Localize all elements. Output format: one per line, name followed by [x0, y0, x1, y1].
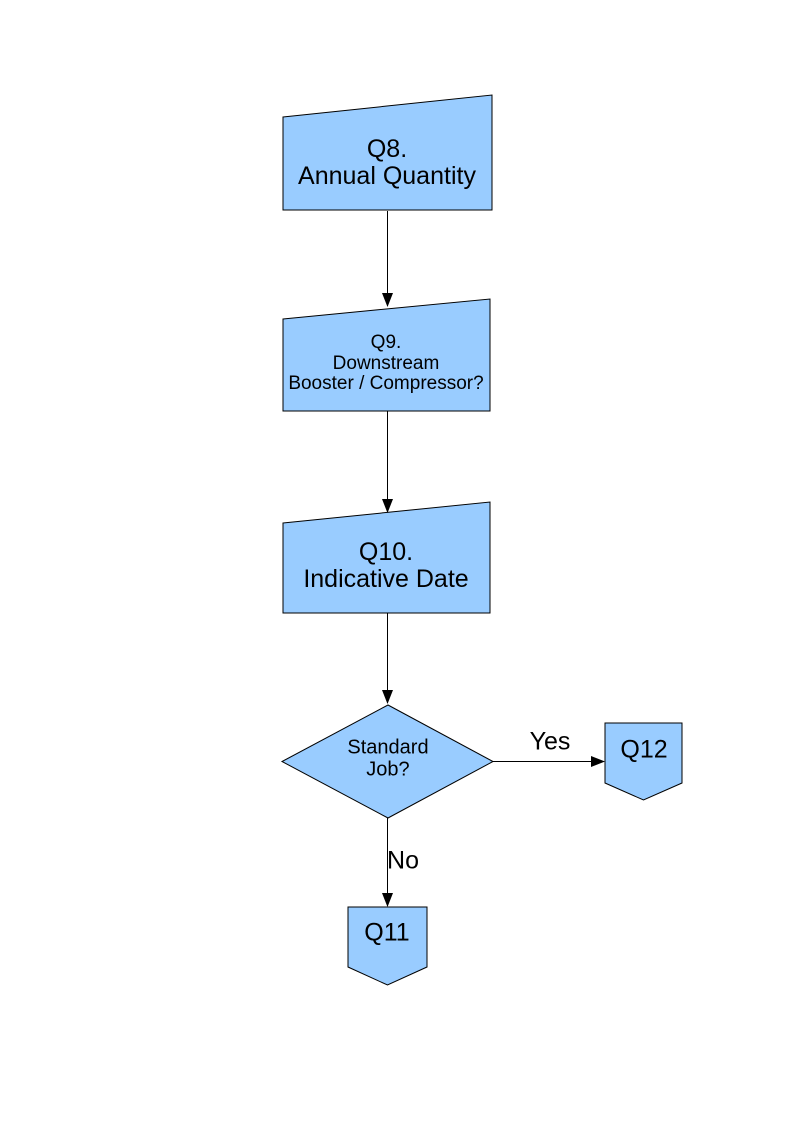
- q9-label-line3: Booster / Compressor?: [288, 373, 484, 395]
- q10-label-line2: Indicative Date: [303, 565, 469, 593]
- q11-node-shape: [347, 906, 428, 986]
- q8-label: Q8. Annual Quantity: [298, 136, 476, 190]
- decision-label: Standard Job?: [347, 737, 428, 780]
- q9-label: Q9. Downstream Booster / Compressor?: [288, 333, 483, 395]
- q12-node-shape: [604, 722, 683, 801]
- q11-label: Q11: [364, 918, 410, 947]
- q9-node-shape: [282, 298, 491, 412]
- q10-label: Q10. Indicative Date: [303, 539, 468, 593]
- q8-node-shape: [282, 94, 493, 211]
- q8-label-line2: Annual Quantity: [298, 162, 476, 190]
- q10-node-shape: [282, 501, 491, 614]
- yes-edge-label: Yes: [529, 727, 571, 756]
- decision-label-line2: Job?: [366, 758, 410, 780]
- q9-label-line2: Downstream: [332, 352, 440, 374]
- q10-label-line1: Q10.: [358, 538, 414, 566]
- no-edge-label: No: [387, 846, 419, 875]
- decision-label-line1: Standard: [347, 736, 429, 759]
- q8-label-line1: Q8.: [366, 135, 408, 163]
- q12-label: Q12: [620, 735, 668, 764]
- q9-label-line1: Q9.: [370, 332, 402, 354]
